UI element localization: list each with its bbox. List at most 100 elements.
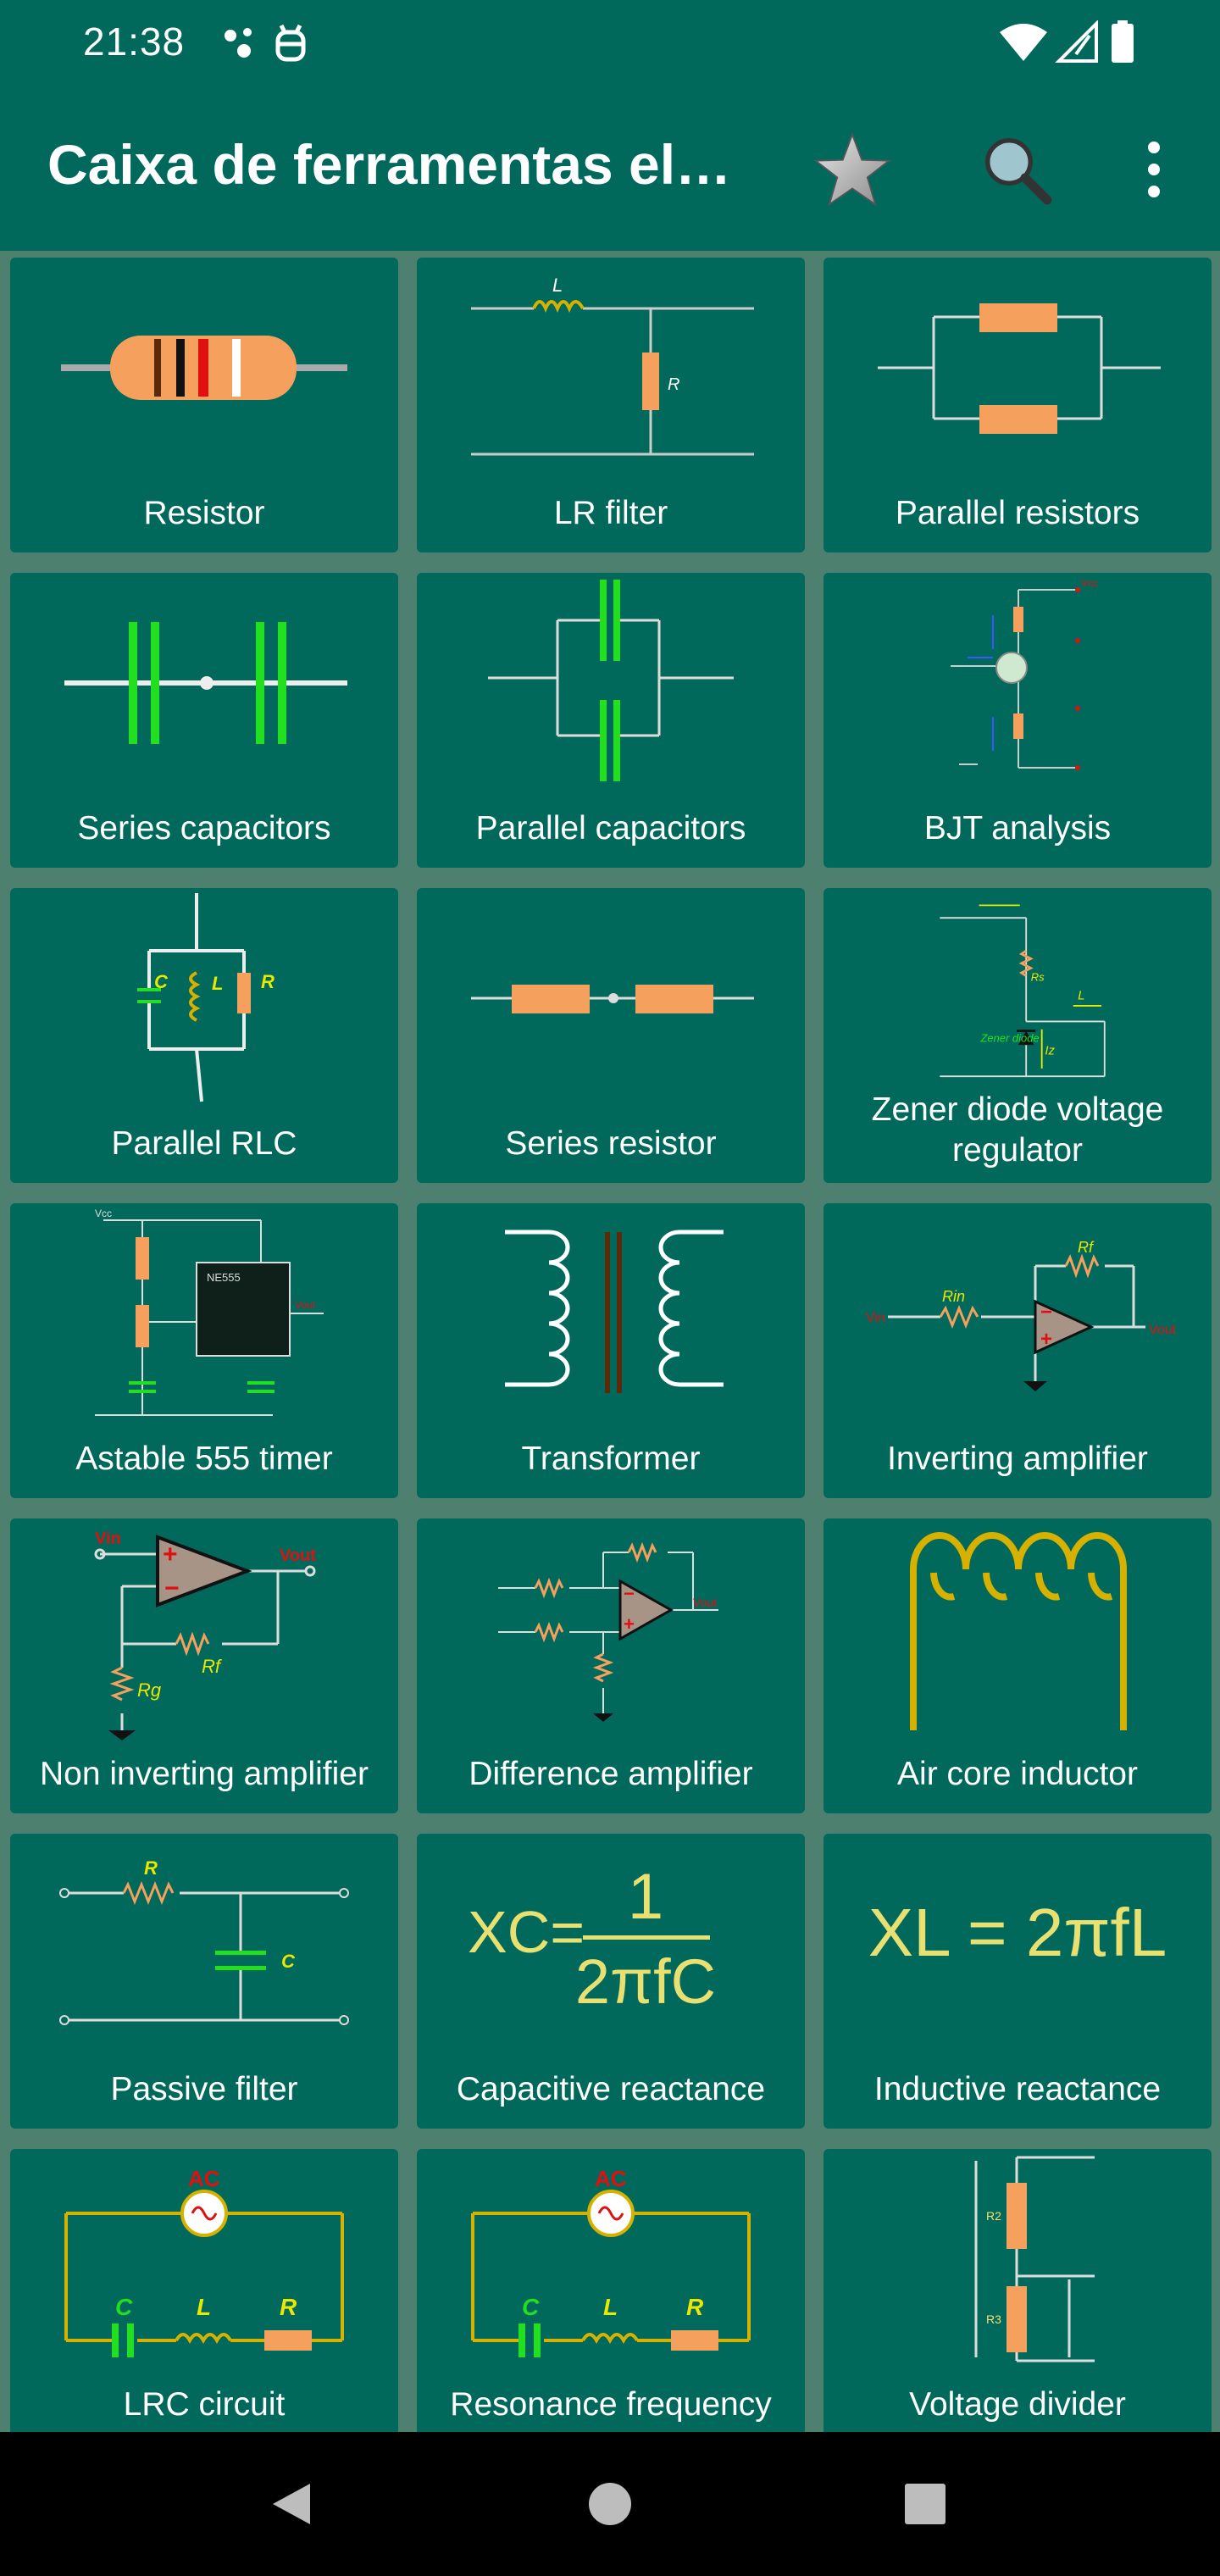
svg-text:Vin: Vin — [95, 1530, 121, 1548]
passive-filter-icon: R C — [59, 1857, 349, 2025]
resonance-circuit-icon: AC C L R — [471, 2166, 751, 2357]
svg-text:NE555: NE555 — [207, 1271, 241, 1284]
tool-label: Air core inductor — [897, 1756, 1138, 1792]
svg-text:Vcc: Vcc — [95, 1208, 112, 1219]
tool-tile-air-core-inductor[interactable]: Air core inductor — [824, 1518, 1212, 1813]
voltage-divider-icon: R2 R3 — [974, 2156, 1095, 2362]
parallel-resistors-icon — [878, 303, 1161, 434]
inverting-amp-icon: − + Rf Rin Vin Vout — [866, 1239, 1177, 1391]
parallel-capacitors-icon — [488, 580, 734, 781]
svg-text:L: L — [212, 973, 223, 994]
more-options-button[interactable] — [1112, 127, 1196, 212]
svg-text:+: + — [1040, 1328, 1052, 1351]
tool-tile-lrc-circuit[interactable]: AC C L R LRC circuit — [10, 2149, 398, 2444]
status-left-icons — [219, 20, 312, 72]
back-button[interactable] — [249, 2466, 334, 2542]
tool-label: Capacitive reactance — [456, 2071, 766, 2107]
tool-tile-passive-filter[interactable]: R C Passive filter — [10, 1834, 398, 2129]
tool-label: Difference amplifier — [469, 1756, 753, 1792]
non-inverting-amp-icon: + − Vin Vout Rf Rg — [94, 1530, 316, 1740]
home-button[interactable] — [568, 2466, 652, 2542]
svg-text:XL = 2πfL: XL = 2πfL — [868, 1895, 1167, 1970]
tool-label: Zener diode voltage regulator — [871, 1091, 1164, 1169]
tool-tile-series-resistor[interactable]: Series resistor — [417, 888, 805, 1183]
tool-label: Inverting amplifier — [887, 1441, 1148, 1477]
tool-label: Voltage divider — [909, 2386, 1126, 2423]
svg-text:R2: R2 — [986, 2209, 1001, 2223]
lr-filter-icon: L R — [471, 275, 754, 456]
svg-text:C: C — [522, 2294, 540, 2320]
svg-text:L: L — [197, 2294, 211, 2320]
svg-text:Rf: Rf — [202, 1656, 223, 1677]
tool-label: Series resistor — [505, 1125, 717, 1162]
lrc-circuit-icon: AC C L R — [64, 2166, 344, 2357]
tool-tile-parallel-resistors[interactable]: Parallel resistors — [824, 258, 1212, 552]
svg-text:R: R — [280, 2294, 297, 2320]
svg-text:C: C — [281, 1951, 296, 1972]
svg-text:Rg: Rg — [137, 1679, 162, 1701]
tool-tile-resistor[interactable]: Resistor — [10, 258, 398, 552]
svg-text:Rs: Rs — [1031, 970, 1045, 983]
tool-label: Astable 555 timer — [75, 1441, 333, 1477]
battery-icon — [1112, 20, 1134, 63]
svg-text:Rf: Rf — [1078, 1239, 1095, 1256]
svg-text:AC: AC — [188, 2166, 220, 2191]
signal-icon — [1055, 19, 1098, 63]
tool-tile-parallel-rlc[interactable]: C L R Parallel RLC — [10, 888, 398, 1183]
tool-tile-astable-555[interactable]: NE555 Vcc Vout Astable 555 timer — [10, 1203, 398, 1498]
svg-text:C: C — [115, 2294, 133, 2320]
star-icon — [813, 132, 891, 207]
svg-text:Vout: Vout — [693, 1596, 717, 1609]
capacitive-reactance-formula: XC= 1 2πfC — [468, 1861, 716, 2017]
tool-tile-difference-amplifier[interactable]: − + Vout Difference amplifier — [417, 1518, 805, 1813]
home-icon — [589, 2483, 631, 2525]
tool-tile-inverting-amplifier[interactable]: − + Rf Rin Vin Vout Inverting amplifier — [824, 1203, 1212, 1498]
recents-button[interactable] — [883, 2466, 968, 2542]
tool-tile-bjt-analysis[interactable]: Vcc BJT analysis — [824, 573, 1212, 868]
series-resistor-icon — [471, 985, 754, 1013]
tool-tile-lr-filter[interactable]: L R LR filter — [417, 258, 805, 552]
android-debug-icon — [275, 24, 306, 62]
more-vert-icon — [1148, 142, 1160, 197]
tool-label: Passive filter — [110, 2071, 298, 2107]
tool-tile-resonance-frequency[interactable]: AC C L R Resonance frequency — [417, 2149, 805, 2444]
svg-text:L: L — [603, 2294, 618, 2320]
bjt-icon: Vcc — [951, 577, 1098, 770]
tool-tile-zener-regulator[interactable]: Zener diode Iz Rs L Zener diode voltage … — [824, 888, 1212, 1183]
tool-tile-non-inverting-amplifier[interactable]: + − Vin Vout Rf Rg Non inverting amplifi… — [10, 1518, 398, 1813]
svg-text:−: − — [164, 1574, 180, 1602]
status-right-icons — [998, 19, 1142, 72]
tool-tile-transformer[interactable]: Transformer — [417, 1203, 805, 1498]
tool-label: LRC circuit — [123, 2386, 286, 2423]
svg-text:XC=: XC= — [468, 1899, 585, 1965]
app-bar: Caixa de ferramentas el… — [0, 88, 1220, 251]
tool-label: LR filter — [553, 495, 668, 531]
svg-text:+: + — [163, 1541, 178, 1568]
back-icon — [273, 2484, 310, 2524]
svg-text:L: L — [1078, 989, 1084, 1002]
svg-text:Vin: Vin — [866, 1311, 885, 1325]
svg-text:Vcc: Vcc — [1081, 577, 1098, 589]
tool-tile-series-capacitors[interactable]: Series capacitors — [10, 573, 398, 868]
svg-text:−: − — [624, 1583, 635, 1604]
tool-label: Resistor — [143, 495, 265, 531]
tool-tile-parallel-capacitors[interactable]: Parallel capacitors — [417, 573, 805, 868]
svg-text:R: R — [686, 2294, 704, 2320]
tool-tile-capacitive-reactance[interactable]: XC= 1 2πfC Capacitive reactance — [417, 1834, 805, 2129]
svg-text:C: C — [154, 971, 169, 992]
svg-text:Vout: Vout — [1149, 1323, 1177, 1337]
wifi-icon — [1000, 24, 1047, 61]
search-icon — [985, 138, 1052, 205]
svg-text:Vout: Vout — [280, 1546, 316, 1565]
tool-tile-inductive-reactance[interactable]: XL = 2πfL Inductive reactance — [824, 1834, 1212, 2129]
tool-tile-voltage-divider[interactable]: R2 R3 Voltage divider — [824, 2149, 1212, 2444]
favorites-button[interactable] — [810, 127, 895, 212]
zener-diode-icon: Zener diode Iz Rs L — [940, 904, 1106, 1078]
svg-text:−: − — [1040, 1301, 1052, 1324]
tool-label: Transformer — [521, 1441, 701, 1477]
tool-label: Series capacitors — [77, 810, 331, 847]
svg-text:1: 1 — [628, 1861, 663, 1933]
resistor-icon — [61, 336, 347, 400]
svg-text:Zener diode: Zener diode — [979, 1031, 1039, 1044]
search-button[interactable] — [974, 127, 1059, 212]
